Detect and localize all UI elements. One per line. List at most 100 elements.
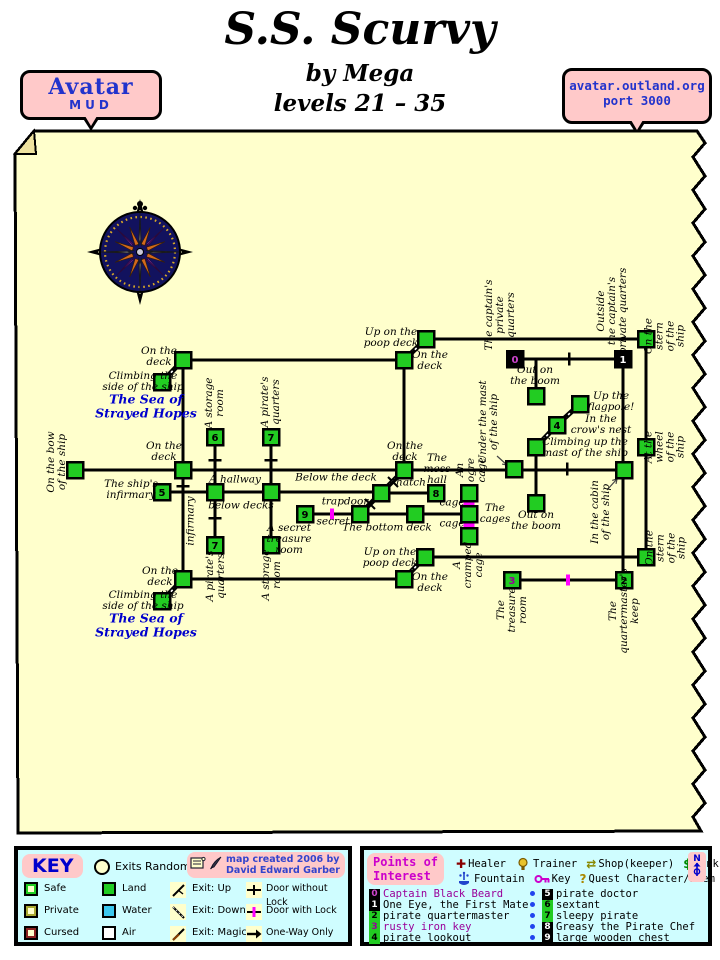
healer-icon: ✚	[456, 857, 467, 871]
map-room	[173, 460, 193, 480]
key-legend-title: KEY	[22, 854, 84, 878]
map-room-square	[415, 547, 435, 567]
locked-door-marker	[463, 523, 475, 527]
map-room	[394, 350, 414, 370]
map-room	[173, 350, 193, 370]
compass-minor-point	[146, 241, 166, 252]
map-room-square	[394, 569, 414, 589]
legend-swatch-cursed	[24, 926, 38, 940]
quill-pen-icon	[210, 856, 222, 870]
legend-label: Exit: Up	[192, 883, 232, 894]
map-room: 1	[613, 349, 633, 369]
map-room-square	[504, 459, 524, 479]
map-room: 5	[152, 482, 172, 502]
exit-magical-icon	[170, 926, 186, 942]
map-room	[459, 483, 479, 503]
legend-icon-slot	[170, 904, 186, 920]
map-shape	[606, 478, 618, 491]
compass-ordinal-point	[116, 255, 135, 276]
map-room-square	[261, 427, 281, 447]
one-way-icon	[246, 926, 262, 942]
poi-entry-number: 7	[542, 910, 553, 922]
map-room: 2	[614, 570, 634, 590]
poi-icon-item: Key	[534, 871, 571, 887]
map-room	[636, 329, 656, 349]
map-room: 8	[426, 483, 446, 503]
quill-pen-icon	[208, 855, 224, 875]
map-room	[416, 329, 436, 349]
poi-icon-label: Key	[551, 873, 571, 885]
door-marker	[208, 516, 222, 520]
map-room-square	[152, 591, 172, 611]
compass-fleur	[137, 201, 143, 207]
poi-entry-number: 2	[369, 910, 380, 922]
map-room	[350, 504, 370, 524]
locked-door-marker	[330, 508, 334, 520]
map-room-square	[636, 437, 656, 457]
legend-label: Safe	[44, 883, 67, 894]
poi-icon-item: Trainer	[515, 856, 577, 872]
map-room-square	[547, 415, 567, 435]
server-host: avatar.outland.org	[569, 78, 705, 93]
compass-rose-icon	[87, 199, 193, 305]
server-address-badge: avatar.outland.org port 3000	[562, 68, 712, 124]
server-port: port 3000	[603, 93, 671, 108]
exit-up-icon	[170, 882, 186, 898]
map-room-number: 4	[554, 421, 561, 432]
map-shape	[615, 478, 618, 485]
compass-minor-point	[114, 241, 134, 252]
map-room	[526, 386, 546, 406]
map-room	[504, 459, 524, 479]
map-room-number: 5	[159, 488, 166, 499]
map-room-square	[459, 483, 479, 503]
mud-name-badge: Avatar MUD	[20, 70, 162, 120]
map-room	[636, 547, 656, 567]
map-room-number: 1	[620, 355, 627, 366]
poi-title: Points of Interest	[367, 853, 445, 885]
compass-cardinal-spike	[136, 289, 144, 305]
poi-icon-item: ⇄Shop(keeper)	[586, 857, 674, 871]
legend-label: Exit: Magical	[192, 927, 256, 938]
map-room-square	[394, 460, 414, 480]
compass-hub	[136, 248, 144, 256]
map-room-square	[173, 460, 193, 480]
map-room-square	[614, 570, 634, 590]
poi-entry-label: pirate doctor	[556, 888, 639, 900]
credit-line-2: David Edward Garber	[226, 865, 340, 876]
legend-icon-slot	[246, 904, 262, 920]
legend-icon-slot	[170, 926, 186, 942]
compass-minor-point	[140, 258, 151, 278]
map-room	[459, 504, 479, 524]
map-room-number: 7	[212, 541, 219, 552]
map-room-square	[261, 535, 281, 555]
map-room-number: 2	[621, 576, 628, 587]
compass-fleur	[142, 205, 148, 211]
door-lock-icon	[246, 904, 262, 920]
map-room-number: 8	[433, 489, 440, 500]
poi-icon-item: ?Quest Character/Item	[580, 872, 715, 886]
legend-label: Land	[122, 883, 147, 894]
scroll-icon	[190, 856, 206, 869]
poi-column-dot	[530, 935, 535, 940]
exit-down-icon	[170, 904, 186, 920]
map-room	[261, 535, 281, 555]
map-room-number: 0	[512, 355, 519, 366]
bank-icon: $	[683, 857, 691, 871]
map-room-square	[459, 526, 479, 546]
locked-door-marker	[566, 574, 570, 586]
trainer-icon	[518, 857, 528, 870]
map-room	[173, 569, 193, 589]
door-marker	[208, 458, 222, 462]
map-room-square	[173, 569, 193, 589]
compass-minor-point	[140, 226, 151, 246]
map-room: 7	[261, 427, 281, 447]
map-room-square	[65, 460, 85, 480]
poi-icon-label: Quest Character/Item	[588, 873, 715, 885]
legend-label: Exit: Down	[192, 905, 246, 916]
